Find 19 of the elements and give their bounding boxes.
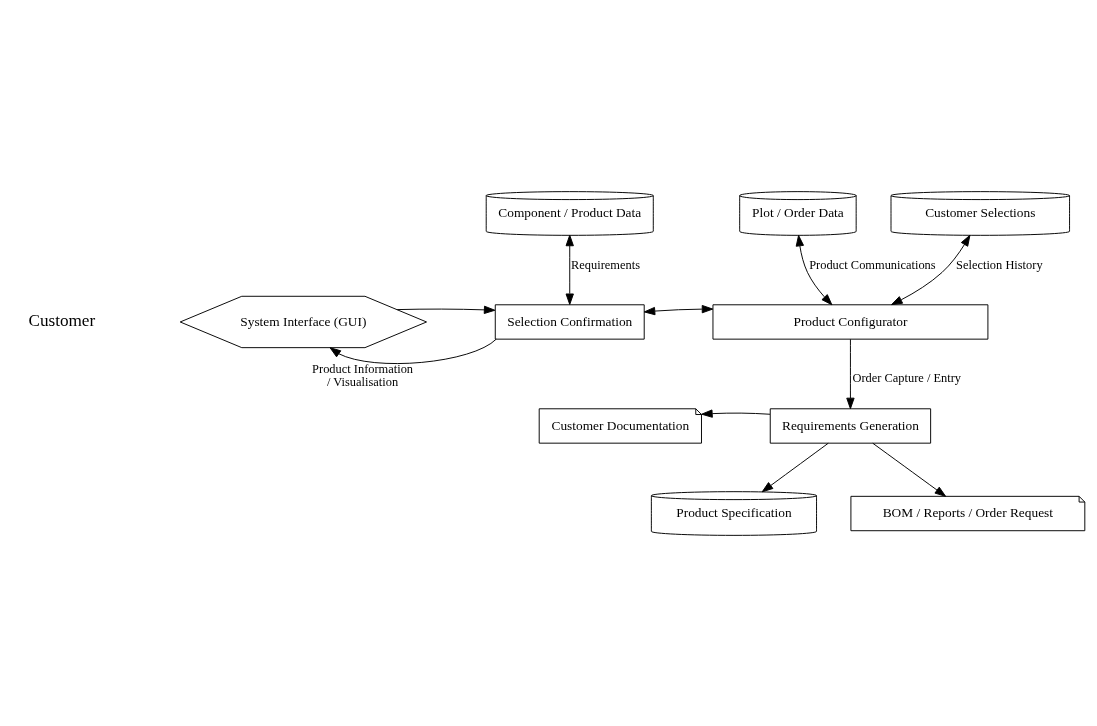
arrow (701, 408, 771, 418)
arrow (761, 442, 829, 492)
arrow (846, 338, 855, 409)
edge-label: Order Capture / Entry (852, 370, 962, 384)
edge-label: Product Communications (809, 257, 936, 272)
arrow (795, 234, 833, 305)
arrow (891, 234, 971, 305)
node-box: Selection Confirmation (494, 303, 645, 340)
label: Customer (28, 310, 96, 330)
node-box: Product Configurator (712, 303, 989, 340)
arrow (329, 338, 497, 364)
arrow (565, 234, 574, 305)
node-box: Requirements Generation (769, 407, 932, 444)
arrow (872, 442, 947, 497)
edge-label: Selection History (956, 257, 1043, 272)
arrow (643, 304, 714, 315)
arrow (396, 305, 496, 314)
edge-label: Requirements (571, 257, 641, 272)
edge-label: Product Information / Visualisation (312, 361, 414, 389)
